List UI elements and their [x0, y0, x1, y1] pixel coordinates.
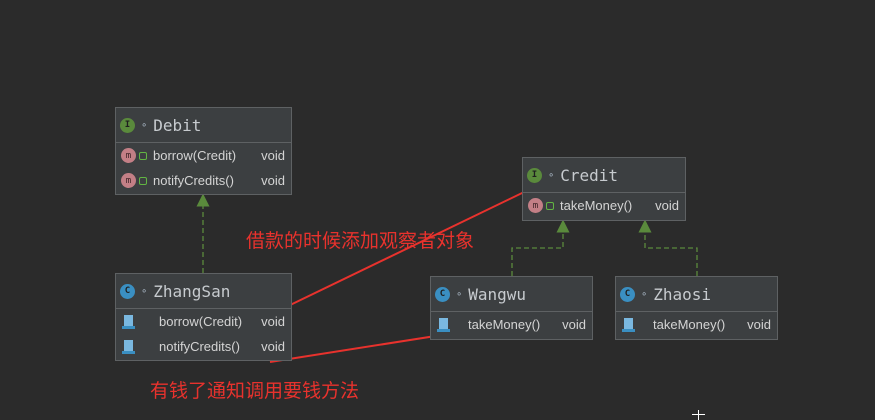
method-icon: m: [121, 148, 136, 163]
method-name: notifyCredits(): [153, 173, 234, 188]
crosshair-cursor-icon: [692, 410, 705, 420]
node-title: Wangwu: [468, 284, 527, 304]
method-row[interactable]: takeMoney() void: [431, 312, 592, 337]
method-name: borrow(Credit): [153, 148, 237, 163]
node-title: Zhaosi: [653, 284, 712, 304]
annotation-arrow-borrow: [254, 179, 551, 323]
method-name: takeMoney(): [560, 198, 633, 213]
method-name: borrow(Credit): [159, 314, 243, 329]
node-header: I ∘ Debit: [116, 108, 291, 143]
interface-icon: I: [120, 117, 135, 133]
implementing-method-icon: [437, 317, 450, 332]
method-return-type: void: [655, 198, 679, 213]
method-icon: m: [528, 198, 543, 213]
annotation-notify-note: 有钱了通知调用要钱方法: [150, 380, 360, 402]
node-title: ZhangSan: [153, 281, 231, 301]
public-lock-icon: [546, 201, 554, 210]
node-header: C ∘ Wangwu: [431, 277, 592, 312]
method-return-type: void: [261, 314, 285, 329]
method-return-type: void: [261, 148, 285, 163]
edge-zhaosi-credit: [638, 219, 698, 276]
method-return-type: void: [562, 317, 586, 332]
method-return-type: void: [261, 339, 285, 354]
credit-interface-node[interactable]: I ∘ Credit m takeMoney() void: [522, 157, 686, 221]
method-return-type: void: [261, 173, 285, 188]
node-header: C ∘ Zhaosi: [616, 277, 777, 312]
edge-wangwu-credit: [511, 219, 570, 276]
public-lock-icon: [139, 176, 147, 185]
visibility-icon: ∘: [641, 288, 648, 300]
method-row[interactable]: borrow(Credit) void: [116, 309, 291, 334]
implementing-method-icon: [122, 314, 135, 329]
public-lock-icon: [139, 151, 147, 160]
method-icon: m: [121, 173, 136, 188]
node-header: C ∘ ZhangSan: [116, 274, 291, 309]
zhangsan-class-node[interactable]: C ∘ ZhangSan borrow(Credit) void notifyC…: [115, 273, 292, 361]
method-name: takeMoney(): [468, 317, 541, 332]
wangwu-class-node[interactable]: C ∘ Wangwu takeMoney() void: [430, 276, 593, 340]
visibility-icon: ∘: [456, 288, 463, 300]
visibility-icon: ∘: [548, 169, 555, 181]
annotation-arrow-notify: [269, 328, 463, 363]
class-icon: C: [620, 286, 635, 302]
annotation-borrow-note: 借款的时候添加观察者对象: [246, 230, 475, 252]
debit-interface-node[interactable]: I ∘ Debit m borrow(Credit) void m notify…: [115, 107, 292, 195]
class-icon: C: [120, 283, 135, 299]
method-row[interactable]: m borrow(Credit) void: [116, 143, 291, 168]
implementing-method-icon: [122, 339, 135, 354]
interface-icon: I: [527, 167, 542, 183]
implementing-method-icon: [622, 317, 635, 332]
visibility-icon: ∘: [141, 119, 148, 131]
method-row[interactable]: takeMoney() void: [616, 312, 777, 337]
node-title: Credit: [560, 165, 619, 185]
method-name: takeMoney(): [653, 317, 726, 332]
method-row[interactable]: m takeMoney() void: [523, 193, 685, 218]
visibility-icon: ∘: [141, 285, 148, 297]
class-icon: C: [435, 286, 450, 302]
method-row[interactable]: m notifyCredits() void: [116, 168, 291, 193]
node-header: I ∘ Credit: [523, 158, 685, 193]
method-row[interactable]: notifyCredits() void: [116, 334, 291, 359]
node-title: Debit: [153, 115, 202, 135]
method-name: notifyCredits(): [159, 339, 240, 354]
method-return-type: void: [747, 317, 771, 332]
zhaosi-class-node[interactable]: C ∘ Zhaosi takeMoney() void: [615, 276, 778, 340]
